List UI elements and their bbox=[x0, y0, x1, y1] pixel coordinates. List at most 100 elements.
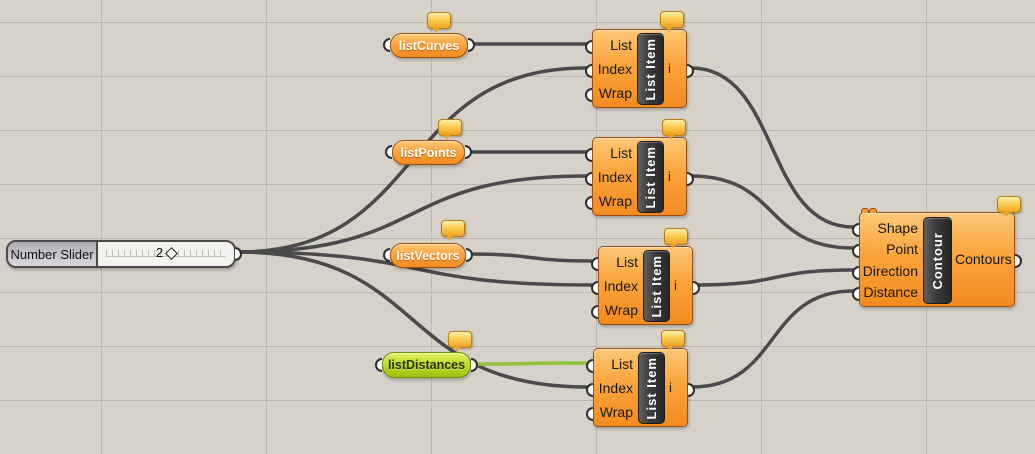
list-item-2-index-port[interactable] bbox=[585, 172, 592, 186]
list-item-1-input-label-list: List bbox=[610, 37, 632, 53]
list-item-3-wrap-port[interactable] bbox=[591, 305, 598, 319]
contour-point-port[interactable] bbox=[852, 244, 859, 258]
contour-direction-port[interactable] bbox=[852, 266, 859, 280]
listpoints-input-port[interactable] bbox=[385, 145, 392, 159]
list-item-4-wrap-port[interactable] bbox=[586, 407, 593, 421]
list-item-3-input-label-list: List bbox=[616, 254, 638, 270]
balloon-icon-list-item-2 bbox=[662, 119, 686, 140]
wire-number-slider.output-to-list-item-2.Index[interactable] bbox=[236, 174, 588, 254]
list-item-4-input-label-wrap: Wrap bbox=[599, 404, 633, 420]
contour-input-label-point: Point bbox=[886, 241, 918, 257]
balloon-icon-list-item-4 bbox=[661, 330, 685, 351]
param-listvectors[interactable]: listVectors bbox=[383, 243, 473, 268]
list-item-3-title: List Item bbox=[649, 254, 664, 318]
list-item-2-title: List Item bbox=[643, 145, 658, 209]
number-slider-track[interactable]: 2 bbox=[98, 242, 234, 266]
list-item-2-input-label-wrap: Wrap bbox=[598, 193, 632, 209]
contour-shape-port[interactable] bbox=[852, 223, 859, 237]
list-item-2-wrap-port[interactable] bbox=[585, 196, 592, 210]
number-slider[interactable]: Number Slider 2 bbox=[6, 240, 242, 268]
list-item-4-list-port[interactable] bbox=[586, 359, 593, 373]
list-item-1-wrap-port[interactable] bbox=[585, 88, 592, 102]
balloon-tail-icon bbox=[665, 26, 673, 36]
list-item-1-index-port[interactable] bbox=[585, 64, 592, 78]
list-item-component-1[interactable]: List Index Wrap List Item i bbox=[585, 29, 694, 108]
listvectors-output-port[interactable] bbox=[466, 248, 473, 262]
balloon-icon-contour bbox=[997, 196, 1021, 217]
balloon-icon-listvectors bbox=[441, 220, 465, 241]
list-item-3-index-port[interactable] bbox=[591, 281, 598, 295]
list-item-4-title-bar[interactable]: List Item bbox=[638, 352, 665, 424]
list-item-1-list-port[interactable] bbox=[585, 40, 592, 54]
contour-input-label-distance: Distance bbox=[863, 284, 918, 300]
listdistances-output-port[interactable] bbox=[471, 358, 478, 372]
list-item-3-title-bar[interactable]: List Item bbox=[643, 250, 670, 322]
contour-title-bar[interactable]: Contour bbox=[923, 217, 952, 304]
contour-component[interactable]: Shape Point Direction Distance Contour C… bbox=[852, 212, 1022, 307]
param-listdistances[interactable]: listDistances bbox=[375, 352, 478, 378]
list-item-4-index-port[interactable] bbox=[586, 383, 593, 397]
list-item-4-title: List Item bbox=[644, 356, 659, 420]
number-slider-output-port[interactable] bbox=[235, 247, 242, 261]
listcurves-output-port[interactable] bbox=[468, 38, 475, 52]
list-item-3-output-port[interactable] bbox=[693, 281, 700, 295]
listpoints-output-port[interactable] bbox=[465, 145, 472, 159]
list-item-2-title-bar[interactable]: List Item bbox=[637, 141, 664, 213]
balloon-icon-list-item-3 bbox=[664, 228, 688, 249]
listvectors-input-port[interactable] bbox=[383, 248, 390, 262]
balloon-tail-icon bbox=[453, 346, 461, 356]
wire-number-slider.output-to-list-item-4.Index[interactable] bbox=[236, 250, 589, 389]
slider-value: 2 bbox=[98, 245, 234, 260]
contour-output-port[interactable] bbox=[1015, 254, 1022, 268]
list-item-1-title-bar[interactable]: List Item bbox=[637, 33, 664, 105]
wire-list-item-1.i-to-contour.Shape[interactable] bbox=[689, 66, 855, 229]
listcurves-input-port[interactable] bbox=[383, 38, 390, 52]
wire-number-slider.output-to-list-item-3.Index[interactable] bbox=[236, 250, 594, 287]
balloon-tail-icon bbox=[432, 27, 440, 37]
listpoints-label: listPoints bbox=[400, 145, 457, 160]
balloon-icon-listcurves bbox=[427, 12, 451, 33]
list-item-4-output-port[interactable] bbox=[688, 383, 695, 397]
list-item-component-3[interactable]: List Index Wrap List Item i bbox=[591, 246, 700, 325]
list-item-3-input-label-index: Index bbox=[603, 278, 638, 294]
contour-output-label: Contours bbox=[955, 251, 1012, 267]
contour-corner-marker-icon bbox=[869, 208, 877, 213]
list-item-2-list-port[interactable] bbox=[585, 148, 592, 162]
contour-distance-port[interactable] bbox=[852, 287, 859, 301]
list-item-1-output-label: i bbox=[668, 61, 671, 76]
contour-corner-marker-icon bbox=[861, 208, 869, 213]
listdistances-label: listDistances bbox=[387, 358, 466, 372]
wire-list-item-4.i-to-contour.Distance[interactable] bbox=[690, 289, 855, 389]
balloon-tail-icon bbox=[667, 134, 675, 144]
balloon-tail-icon bbox=[1002, 211, 1010, 221]
list-item-2-output-port[interactable] bbox=[687, 172, 694, 186]
wire-listVectors.output-to-list-item-3.List[interactable] bbox=[467, 252, 594, 263]
balloon-icon-listdistances bbox=[448, 331, 472, 352]
balloon-tail-icon bbox=[666, 345, 674, 355]
list-item-1-input-label-wrap: Wrap bbox=[598, 85, 632, 101]
list-item-component-4[interactable]: List Index Wrap List Item i bbox=[586, 348, 695, 427]
balloon-icon-listpoints bbox=[438, 119, 462, 140]
list-item-1-input-label-index: Index bbox=[597, 61, 632, 77]
contour-input-label-shape: Shape bbox=[877, 220, 918, 236]
wire-listDistances.output-to-list-item-4.List[interactable] bbox=[472, 361, 589, 366]
param-listpoints[interactable]: listPoints bbox=[385, 140, 472, 165]
param-listcurves[interactable]: listCurves bbox=[383, 33, 475, 58]
slider-grip-diamond-icon[interactable] bbox=[165, 247, 178, 260]
listdistances-input-port[interactable] bbox=[375, 358, 382, 372]
wire-list-item-2.i-to-contour.Point[interactable] bbox=[689, 174, 855, 250]
list-item-2-output-label: i bbox=[668, 169, 671, 184]
list-item-component-2[interactable]: List Index Wrap List Item i bbox=[585, 137, 694, 216]
wire-list-item-3.i-to-contour.Direction[interactable] bbox=[695, 268, 855, 287]
list-item-1-output-port[interactable] bbox=[687, 64, 694, 78]
list-item-3-list-port[interactable] bbox=[591, 257, 598, 271]
list-item-2-input-label-index: Index bbox=[597, 169, 632, 185]
contour-input-label-direction: Direction bbox=[862, 263, 918, 279]
number-slider-label: Number Slider bbox=[8, 242, 98, 266]
balloon-tail-icon bbox=[443, 134, 451, 144]
balloon-tail-icon bbox=[669, 243, 677, 253]
contour-title: Contour bbox=[930, 231, 945, 290]
balloon-icon-list-item-1 bbox=[660, 11, 684, 32]
